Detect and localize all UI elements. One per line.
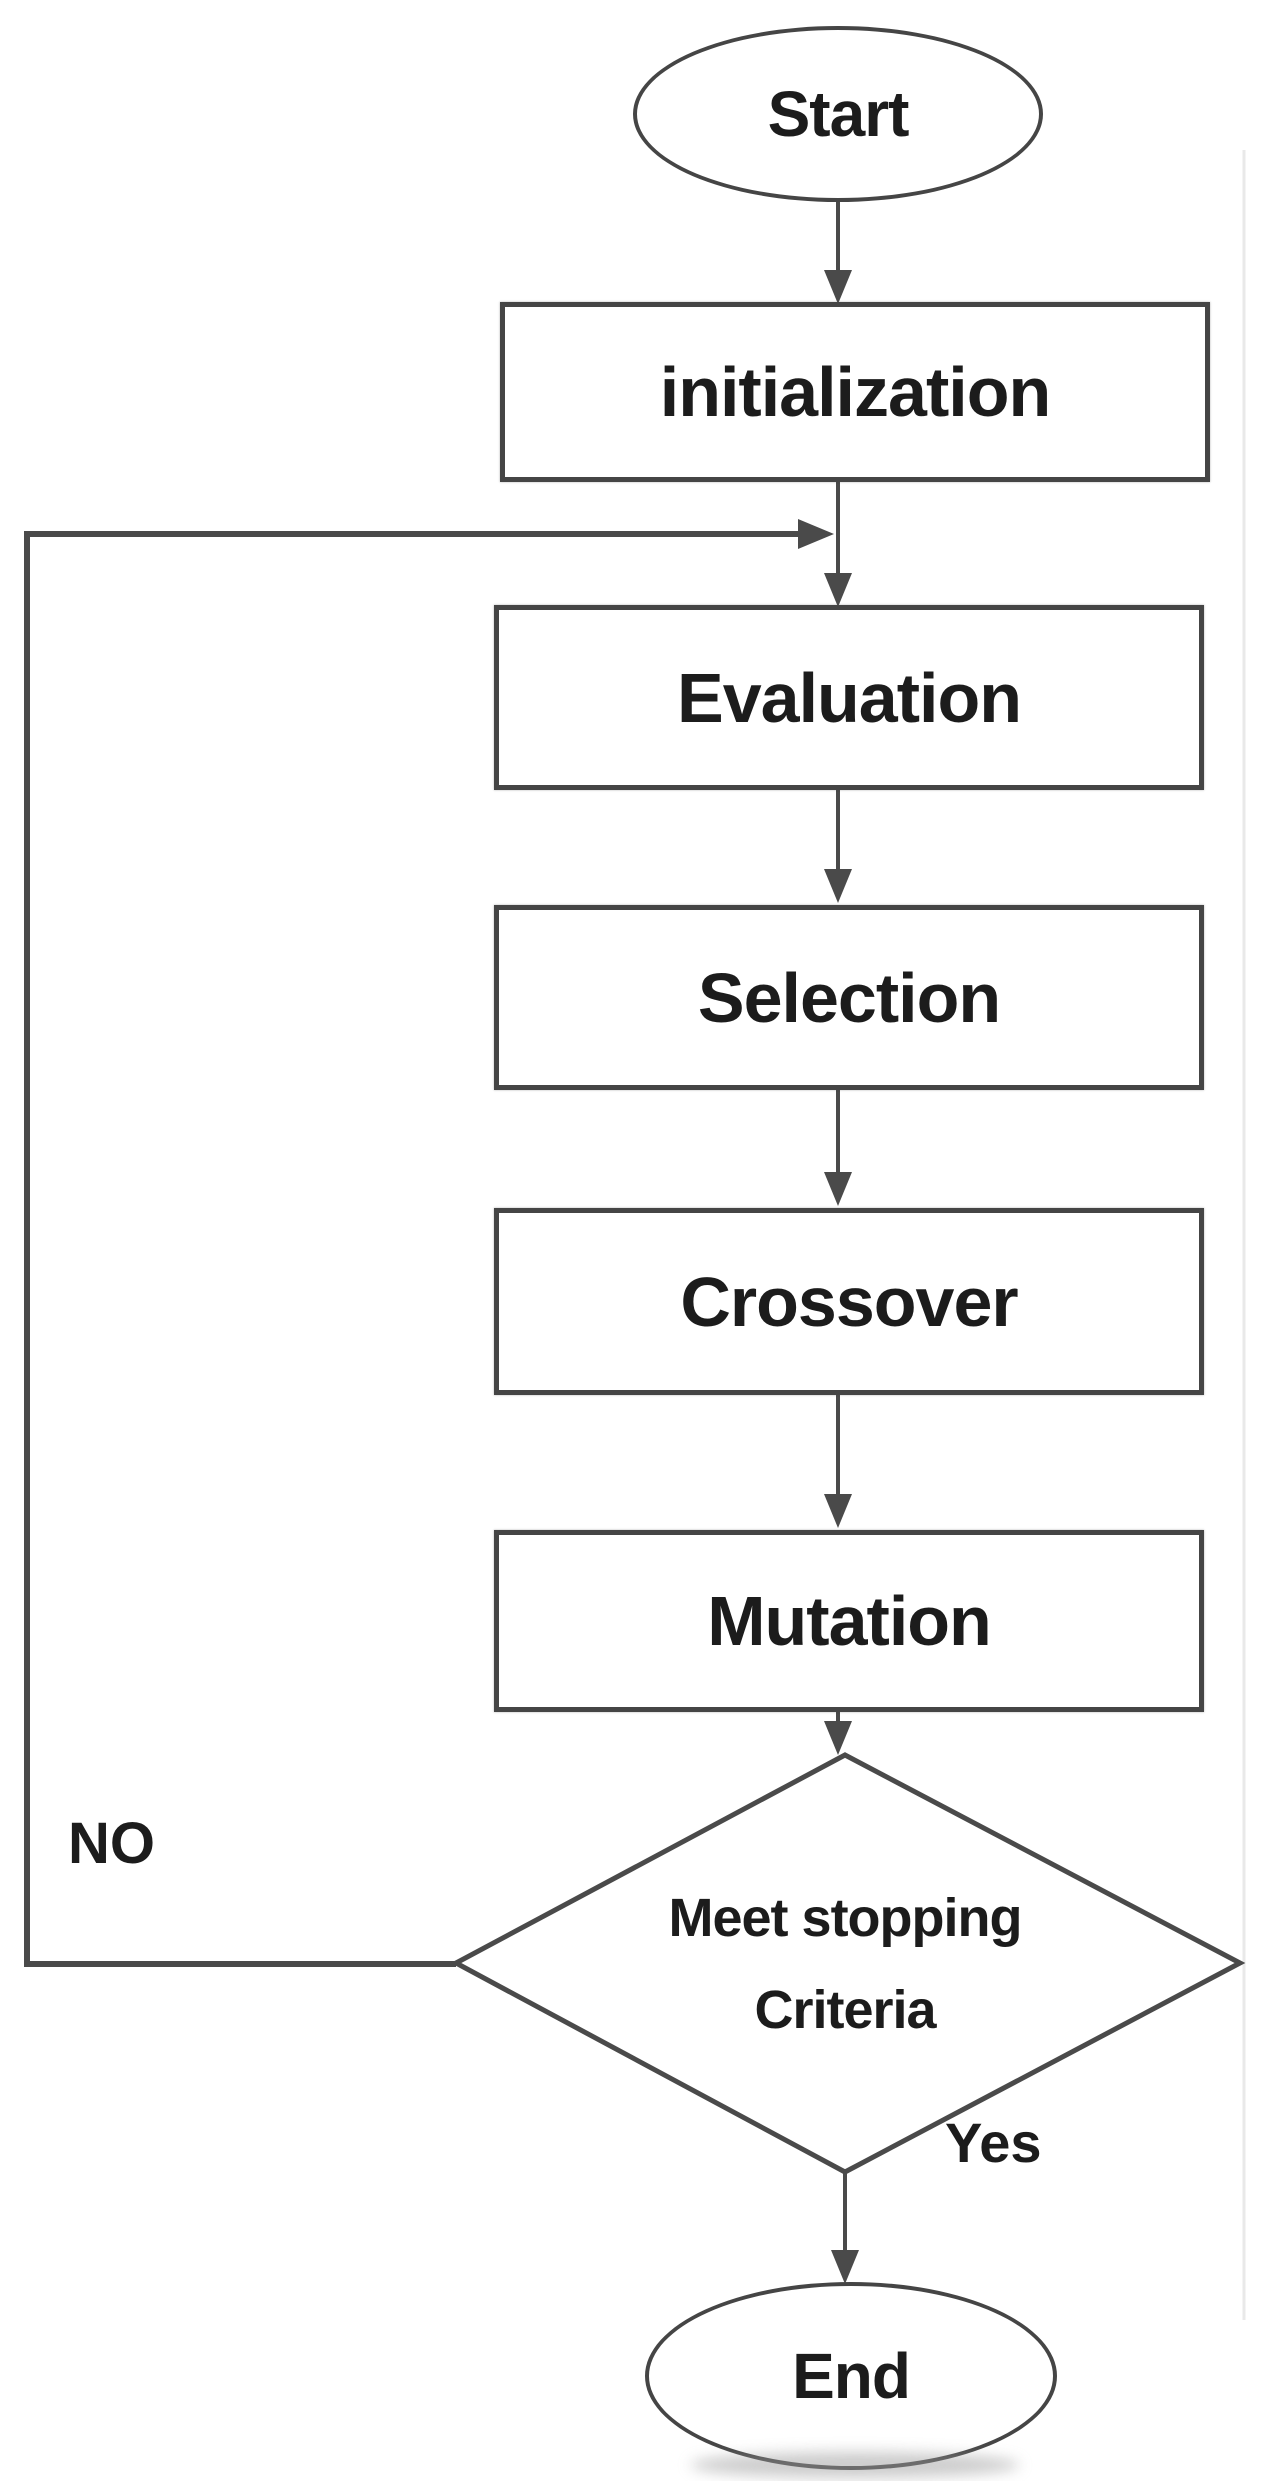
initialization-node: initialization: [500, 302, 1210, 482]
start-label: Start: [767, 78, 910, 150]
evaluation-node: Evaluation: [494, 605, 1204, 790]
mutation-node: Mutation: [494, 1530, 1204, 1712]
edge-decision-end-arrowhead: [831, 2250, 859, 2284]
decision-label-line2: Criteria: [754, 1980, 936, 2040]
edge-initialization-evaluation-arrowhead: [824, 573, 852, 607]
crossover-label: Crossover: [680, 1262, 1018, 1341]
evaluation-label: Evaluation: [677, 658, 1022, 737]
scan-artifact-smudge: [690, 2452, 1020, 2478]
edge-start-initialization-arrowhead: [824, 270, 852, 304]
decision-node-label: Meet stopping Criteria: [595, 1872, 1095, 2056]
no-edge-label: NO: [68, 1811, 155, 1876]
edge-selection-crossover-arrowhead: [824, 1172, 852, 1206]
selection-node: Selection: [494, 905, 1204, 1090]
end-node: End: [645, 2282, 1057, 2470]
selection-label: Selection: [697, 958, 1001, 1037]
initialization-label: initialization: [659, 353, 1051, 431]
edge-mutation-decision-arrowhead: [824, 1721, 852, 1755]
crossover-node: Crossover: [494, 1208, 1204, 1395]
end-label: End: [792, 2340, 911, 2412]
start-node: Start: [633, 26, 1043, 202]
mutation-label: Mutation: [707, 1582, 992, 1660]
decision-label-line1: Meet stopping: [668, 1888, 1023, 1948]
yes-edge-label: Yes: [945, 2111, 1042, 2174]
edge-no-loop-arrowhead: [798, 519, 834, 549]
edge-no-loop-line: [24, 531, 798, 1967]
edge-evaluation-selection-arrowhead: [824, 869, 852, 903]
edge-crossover-mutation-arrowhead: [824, 1494, 852, 1528]
